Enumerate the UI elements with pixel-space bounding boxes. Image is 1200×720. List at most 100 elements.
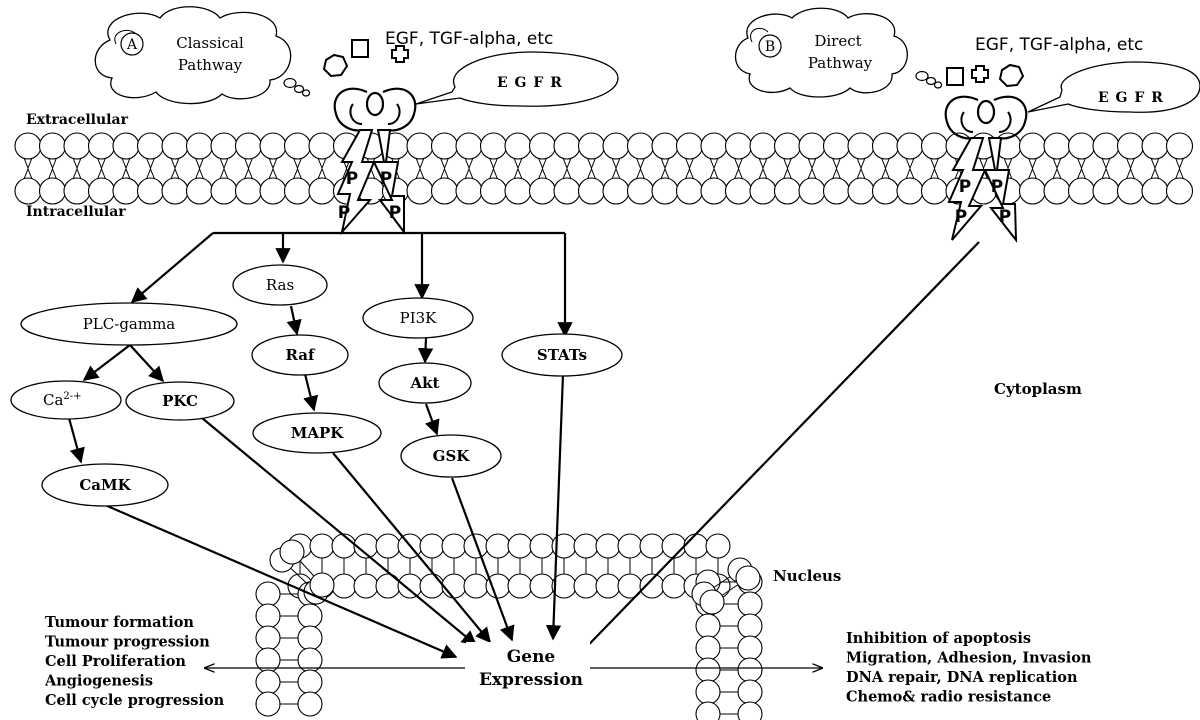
- lipid-unit: [375, 533, 401, 599]
- phospho-label: P: [346, 169, 358, 189]
- thought-bubble: [933, 81, 943, 89]
- arrow-to-plc-gamma: [130, 232, 214, 303]
- phospho-label: P: [999, 207, 1011, 227]
- lipid-unit: [210, 132, 238, 205]
- arrow-direct-to-gene: [568, 241, 980, 666]
- lipid-unit: [529, 533, 555, 599]
- lipid-unit: [573, 533, 599, 599]
- lipid-unit: [112, 132, 140, 205]
- lipid-unit: [279, 539, 335, 598]
- outcome-left-item: Tumour progression: [45, 634, 210, 651]
- node-gsk-label: GSK: [433, 447, 471, 465]
- lipid-unit: [1018, 132, 1047, 205]
- outcome-right-item: Chemo& radio resistance: [846, 689, 1051, 706]
- arrow-ras-to-raf: [286, 305, 302, 336]
- lipid-unit: [430, 132, 459, 205]
- lipid-unit: [463, 533, 489, 599]
- node-mapk: MAPK: [252, 412, 382, 454]
- cytoplasm-label: Cytoplasm: [994, 380, 1082, 398]
- gene-expression-backdrop: [466, 642, 590, 692]
- arrow-ca-to-camk: [67, 417, 85, 464]
- lipid-unit: [847, 132, 875, 205]
- pathway-a-badge: [120, 32, 144, 56]
- lipid-unit: [695, 613, 763, 639]
- thought-bubble: [283, 77, 297, 89]
- classical-pathway-cloud: A Classical Pathway: [94, 6, 311, 105]
- lipid-unit: [14, 132, 42, 205]
- thought-bubble: [925, 76, 937, 86]
- arrow-akt-to-gsk: [424, 403, 440, 436]
- lipid-unit: [724, 132, 753, 205]
- egfr-receptor-a: P P P P: [333, 87, 417, 236]
- node-ca-charge: 2-+: [63, 391, 81, 402]
- lipid-unit: [479, 132, 508, 205]
- lipid-unit: [871, 132, 900, 205]
- lipid-unit: [651, 132, 679, 205]
- lipid-unit: [602, 132, 630, 205]
- node-ras-label: Ras: [266, 276, 294, 294]
- lipid-unit: [822, 132, 851, 205]
- phospho-label: P: [955, 207, 967, 227]
- phospho-label: P: [389, 203, 401, 223]
- arrow-gsk-to-gene: [450, 477, 515, 642]
- lipid-unit: [161, 132, 189, 205]
- node-stats-label: STATs: [537, 346, 587, 364]
- gene-expression-line2: Expression: [479, 670, 583, 690]
- lipid-unit: [255, 691, 323, 717]
- lipid-unit: [1067, 132, 1096, 205]
- arrow-stats-to-gene: [545, 373, 565, 641]
- lipid-unit: [695, 701, 763, 720]
- lipid-unit: [353, 533, 379, 599]
- node-pi3k-label: PI3K: [400, 309, 438, 327]
- lipid-unit: [308, 132, 336, 205]
- lipid-unit: [87, 132, 116, 205]
- node-mapk-label: MAPK: [291, 424, 345, 442]
- lipid-unit: [255, 647, 323, 673]
- lipid-unit: [234, 132, 263, 205]
- extracellular-label: Extracellular: [26, 112, 129, 128]
- node-plc-gamma-label: PLC-gamma: [83, 315, 176, 333]
- lipid-unit: [255, 625, 323, 651]
- lipid-unit: [896, 132, 924, 205]
- lipid-unit: [773, 132, 802, 205]
- arrow-mapk-to-gene: [332, 452, 491, 644]
- lipid-unit: [695, 679, 763, 705]
- lipid-unit: [255, 669, 323, 695]
- arrow-pkc-to-gene: [201, 417, 478, 646]
- thought-bubble: [915, 70, 929, 82]
- lipid-unit: [455, 132, 483, 205]
- thought-bubble: [301, 89, 311, 97]
- lipid-unit: [283, 132, 312, 205]
- ligand-square: [946, 67, 964, 86]
- node-stats: STATs: [501, 333, 623, 377]
- ligands-b: EGF, TGF-alpha, etc: [946, 35, 1143, 88]
- pathway-b-title-line1: Direct: [814, 32, 861, 50]
- phospho-label: P: [959, 177, 971, 197]
- lipid-unit: [397, 533, 423, 599]
- lipid-unit: [38, 132, 67, 205]
- node-camk: CaMK: [41, 463, 169, 507]
- lipid-unit: [700, 132, 728, 205]
- lipid-unit: [675, 132, 704, 205]
- ligands-a: EGF, TGF-alpha, etc: [322, 29, 553, 78]
- lipid-unit: [1116, 132, 1145, 205]
- node-pi3k: PI3K: [362, 297, 474, 339]
- phospho-label: P: [338, 203, 350, 223]
- pathway-b-letter: B: [765, 39, 775, 55]
- node-plc-gamma: PLC-gamma: [20, 302, 238, 346]
- node-akt-label: Akt: [410, 374, 440, 392]
- lipid-unit: [255, 603, 323, 629]
- lipid-unit: [798, 132, 826, 205]
- egfr-label-a: E G F R: [497, 75, 563, 91]
- outcome-left-item: Cell cycle progression: [45, 692, 225, 709]
- node-akt: Akt: [378, 362, 472, 404]
- lipid-unit: [639, 533, 665, 599]
- pathway-a-title-line1: Classical: [176, 34, 244, 52]
- lipid-unit: [920, 132, 949, 205]
- pathway-b-title-line2: Pathway: [808, 54, 873, 72]
- pathway-a-title-line2: Pathway: [178, 56, 243, 74]
- ligand-cross: [391, 45, 409, 63]
